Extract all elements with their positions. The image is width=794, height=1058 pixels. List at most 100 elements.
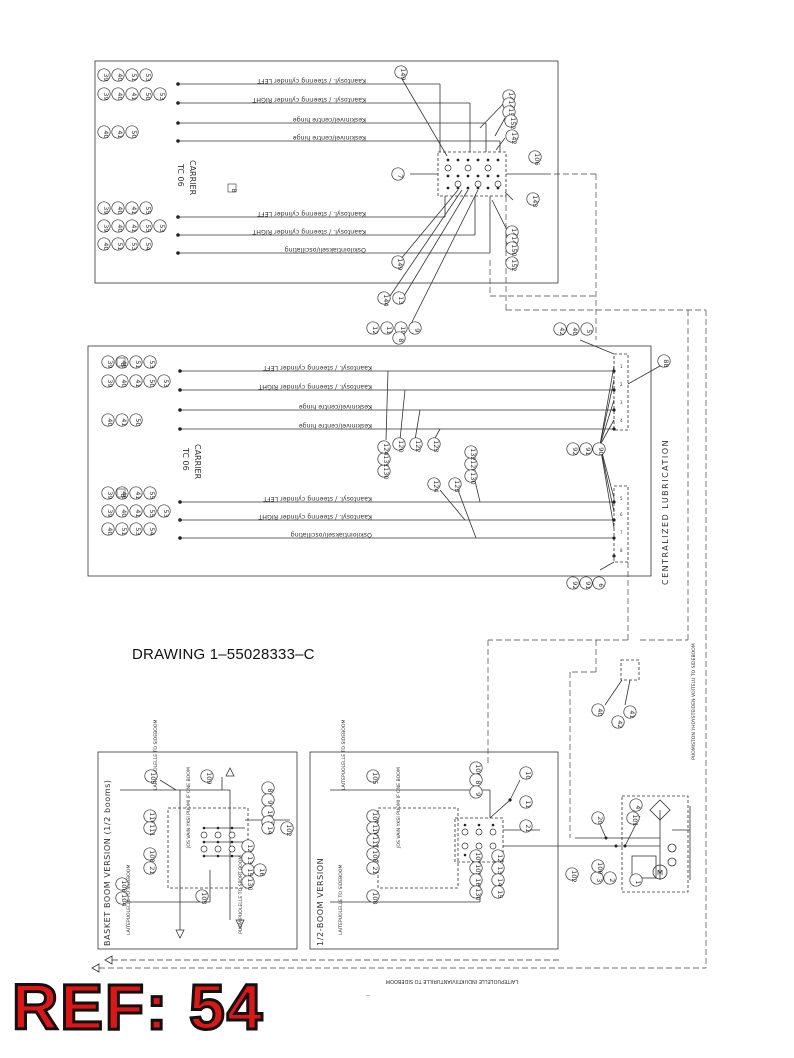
- carrier-top-tag: B: [230, 188, 237, 192]
- carrier-mid-line-label: Keskinivel/centre hinge: [299, 422, 372, 429]
- carrier-mid-line-bubble-num: 41: [120, 418, 128, 426]
- half-boom-callout: 105: [366, 769, 380, 785]
- carrier-mid-tag: B: [119, 493, 126, 497]
- basket-boom-callout-num: 9: [266, 800, 274, 804]
- lubrication-dashed-routes: [99, 173, 707, 969]
- carrier-top-callout: 149: [394, 65, 408, 81]
- carrier-mid-callout-num: 132: [469, 448, 477, 460]
- carrier-top-line-bubble: 40: [97, 237, 111, 251]
- svg-text:8: 8: [620, 548, 623, 553]
- carrier-mid-line-bubble: 55: [143, 486, 157, 500]
- pump-callout-num: 100: [596, 862, 604, 874]
- carrier-mid-callout-num: 123: [432, 440, 440, 452]
- pump-callout-num: 3: [595, 878, 603, 882]
- carrier-top-line-label: Kaantosyl. / steering cylinder RIGHT: [252, 96, 366, 103]
- carrier-top-line-bubble: 40: [111, 87, 125, 101]
- carrier-mid-line-bubble-num: 55: [148, 509, 156, 517]
- carrier-mid-tag: B: [119, 362, 126, 366]
- pump-callout-num: 41: [628, 710, 636, 718]
- carrier-top-line-bubble: 40: [111, 201, 125, 215]
- basket-boom-callout: 103: [195, 889, 209, 905]
- basket-boom-callout-num: 8: [266, 788, 274, 792]
- centralized-lubrication-label: CENTRALIZED LUBRICATION: [661, 439, 670, 585]
- carrier-top-line-bubble-num: 55: [144, 224, 152, 232]
- carrier-mid-line-bubble-num: 41: [134, 379, 142, 387]
- svg-text:4: 4: [620, 418, 623, 423]
- carrier-top-callout-num: 143: [531, 195, 539, 207]
- carrier-mid-callout: 88: [657, 354, 671, 368]
- basket-boom-callout-num: 110: [148, 812, 156, 824]
- carrier-mid-line-bubble-num: 39: [106, 360, 114, 368]
- carrier-top-callout-num: 8: [397, 338, 405, 342]
- carrier-mid-callout: 92: [566, 442, 580, 456]
- carrier-top-callout-num: 142: [510, 132, 518, 144]
- carrier-mid-callout-num: 6: [597, 583, 605, 587]
- carrier-mid-line-bubble: 53: [157, 504, 171, 518]
- carrier-mid-line-bubble-num: 40: [106, 418, 114, 426]
- carrier-top-line-bubble-num: 41: [116, 130, 124, 138]
- half-boom-note: JOS VAIN YKSI PUOMI IF ONE BOOM: [396, 767, 402, 849]
- carrier-top-line-bubble-num: 50: [144, 92, 152, 100]
- carrier-mid-line-bubble-num: 51: [134, 360, 142, 368]
- carrier-top-line-label: Oskilointiakseli/oscillating: [285, 246, 366, 253]
- carrier-top-section: [94, 60, 559, 327]
- half-boom-callout-num: 108: [371, 850, 379, 862]
- carrier-top-line-bubble-num: 39: [102, 206, 110, 214]
- carrier-mid-callout: 42: [553, 322, 567, 336]
- carrier-top-line-bubble: 40: [111, 219, 125, 233]
- carrier-top-line-bubble: 40: [111, 68, 125, 82]
- carrier-top-callout: 12: [366, 321, 380, 335]
- basket-boom-callout-num: 111: [148, 824, 156, 836]
- bottom-note: LAITEPUOLELLE INDUKTIIVIANTURILLE TO SID…: [386, 978, 518, 984]
- pump-callout: 20: [591, 811, 605, 825]
- carrier-mid-callout: 5: [580, 322, 594, 336]
- carrier-mid-callout-num: 130: [469, 472, 477, 484]
- half-boom-callout: 108: [366, 889, 380, 905]
- half-boom-callout-num: 13: [496, 866, 504, 874]
- carrier-mid-line-bubble-num: 55: [148, 491, 156, 499]
- carrier-mid-line-bubble-num: 50: [148, 379, 156, 387]
- carrier-top-line-bubble-num: 40: [116, 224, 124, 232]
- carrier-mid-line-bubble-num: 40: [120, 360, 128, 368]
- pump-callout-num: 40: [596, 708, 604, 716]
- basket-boom-callout: 13: [241, 851, 255, 865]
- half-boom-callout: 8: [469, 773, 483, 787]
- carrier-mid-line-bubble-num: 41: [134, 509, 142, 517]
- carrier-mid-callout: 91: [579, 442, 593, 456]
- carrier-top-callout-num: 150: [510, 244, 518, 256]
- half-boom-callout-num: 103: [474, 864, 482, 876]
- carrier-top-line-bubble: 53: [153, 219, 167, 233]
- carrier-mid-line-label: Kaantosyl. / steering cylinder RIGHT: [258, 383, 372, 390]
- carrier-mid-frame: [87, 345, 652, 577]
- carrier-top-line-bubble: 39: [97, 201, 111, 215]
- carrier-top-callout-num: 12: [371, 326, 379, 334]
- ref-label: REF: 54: [10, 971, 265, 1043]
- carrier-top-dots: [176, 82, 500, 255]
- carrier-mid-tag-box: [116, 488, 126, 498]
- half-boom-callout-num: 105: [371, 772, 379, 784]
- carrier-top-line-bubble-num: 54: [144, 242, 152, 250]
- half-boom-callout-num: 12: [496, 854, 504, 862]
- half-boom-callout-num: 11: [524, 800, 532, 808]
- pump-callout-num: 42: [616, 720, 624, 728]
- carrier-top-callout-num: 144: [382, 294, 390, 306]
- carrier-mid-callout: 130: [464, 469, 478, 485]
- half-boom-callout-num: 21: [524, 824, 532, 832]
- carrier-mid-callout: 122: [409, 437, 423, 453]
- pump-callout-num: 101: [631, 814, 639, 826]
- carrier-mid-callout: 6: [592, 576, 606, 590]
- carrier-mid-manifold-b: [613, 485, 629, 563]
- carrier-mid-line-bubble-num: 41: [134, 491, 142, 499]
- carrier-mid-callout-num: 92: [571, 447, 579, 455]
- carrier-top-callout-num: 11: [385, 326, 393, 334]
- carrier-mid-line-bubble-num: 53: [162, 509, 170, 517]
- half-boom-callout-num: 108: [371, 892, 379, 904]
- carrier-top-line-bubble-num: 40: [102, 242, 110, 250]
- svg-text:7: 7: [620, 530, 623, 535]
- carrier-top-line-bubble-num: 53: [130, 242, 138, 250]
- carrier-mid-section: [87, 339, 661, 577]
- basket-boom-callout-num: 130: [246, 878, 254, 890]
- carrier-top-callout-num: 10: [399, 326, 407, 334]
